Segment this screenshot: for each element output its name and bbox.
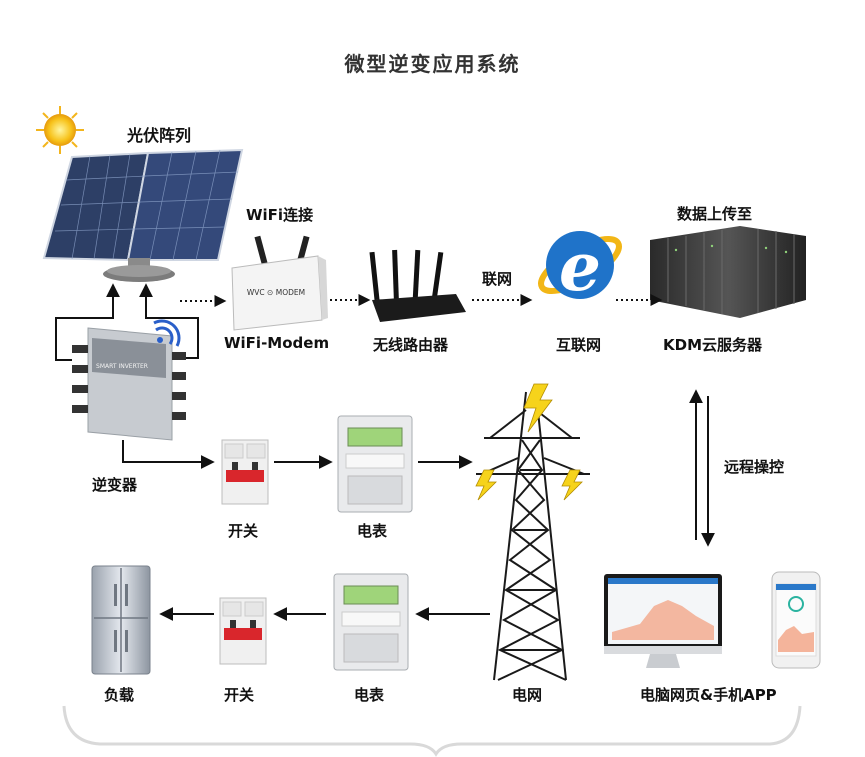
label-upload: 数据上传至	[677, 205, 753, 223]
label-pv-array: 光伏阵列	[127, 126, 192, 145]
label-cloud-server: KDM云服务器	[663, 336, 763, 354]
electric-meter-top	[337, 415, 413, 513]
power-tower-icon	[476, 391, 590, 681]
solar-panel-icon	[42, 148, 244, 282]
bottom-bracket	[62, 705, 802, 757]
page-title: 微型逆变应用系统	[344, 52, 521, 76]
label-meter-top: 电表	[357, 522, 388, 540]
breaker-switch-bottom	[219, 597, 267, 665]
internet-explorer-icon: e	[538, 228, 622, 306]
modem-brand: WVC ⊙ MODEM	[247, 288, 305, 297]
label-internet: 互联网	[556, 336, 602, 354]
router-device	[369, 249, 466, 322]
mobile-phone-icon	[771, 571, 821, 669]
inverter-brand: SMART INVERTER	[96, 363, 148, 370]
breaker-switch-top	[221, 439, 269, 505]
label-grid: 电网	[512, 686, 543, 704]
panel-inverter-wires	[55, 283, 199, 361]
remote-control-arrows	[689, 389, 715, 547]
wifi-icon	[153, 319, 181, 347]
label-wifi-connect: WiFi连接	[246, 206, 314, 224]
computer-monitor-icon	[604, 574, 722, 668]
label-switch-top: 开关	[228, 522, 259, 540]
lightning-bolt-icon	[475, 383, 583, 501]
refrigerator-icon	[91, 565, 151, 675]
sun-icon	[36, 106, 84, 154]
label-meter-bottom: 电表	[354, 686, 385, 704]
data-flow-arrows	[180, 294, 663, 307]
power-path-top	[122, 440, 473, 469]
label-switch-bottom: 开关	[224, 686, 255, 704]
label-monitoring: 电脑网页&手机APP	[640, 686, 777, 704]
label-router: 无线路由器	[373, 336, 449, 354]
label-remote-control: 远程操控	[724, 458, 785, 476]
label-inverter: 逆变器	[92, 476, 138, 494]
electric-meter-bottom	[333, 573, 409, 671]
inverter-device	[72, 319, 186, 441]
label-load: 负载	[104, 686, 135, 704]
label-link: 联网	[482, 270, 513, 288]
server-rack-icon	[650, 226, 806, 318]
svg-text:e: e	[559, 228, 601, 306]
wifi-modem-device	[231, 235, 328, 331]
label-wifi-modem: WiFi-Modem	[224, 334, 330, 352]
